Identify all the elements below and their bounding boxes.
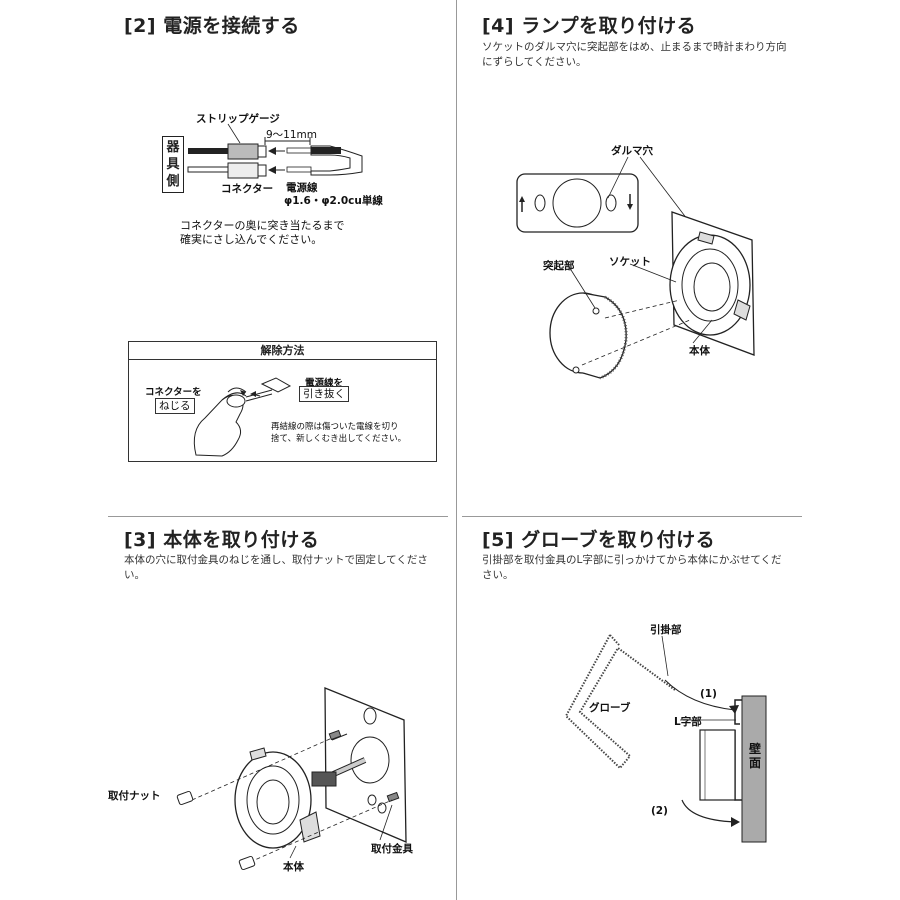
section-title: [3] 本体を取り付ける	[124, 529, 320, 551]
section-description: 引掛部を取付金具のL字部に引っかけてから本体にかぶせてください。	[482, 554, 782, 581]
release-note: 再結線の際は傷ついた電線を切り 捨て、新しくむき出してください。	[271, 421, 406, 445]
row-divider-right	[462, 516, 802, 517]
release-method-box: 解除方法	[128, 341, 437, 462]
device-side-char: 器	[166, 140, 180, 155]
section-title: [5] グローブを取り付ける	[482, 529, 716, 551]
section-title: [4] ランプを取り付ける	[482, 15, 697, 37]
note-line: 捨て、新しくむき出してください。	[271, 434, 407, 444]
pull-label: 引き抜く	[299, 386, 349, 402]
note-line: 確実にさし込んでください。	[180, 233, 323, 246]
connector-label: コネクター	[221, 183, 274, 195]
body-label: 本体	[283, 861, 304, 873]
mounting-nut-label: 取付ナット	[108, 790, 161, 802]
step-2-label: (2)	[651, 805, 668, 817]
l-part-label: L字部	[674, 716, 702, 728]
bracket-label: 取付金具	[371, 843, 413, 855]
socket-label: ソケット	[609, 256, 651, 268]
note-line: コネクターの奥に突き当たるまで	[180, 219, 345, 232]
device-side-label: 器 具 側	[162, 136, 184, 193]
strip-length-label: 9～11mm	[266, 129, 317, 141]
wall-char: 面	[748, 756, 761, 770]
section-title: [2] 電源を接続する	[124, 15, 300, 37]
device-side-char: 側	[166, 174, 180, 189]
wall-char: 壁	[748, 742, 761, 756]
note-line: 再結線の際は傷ついた電線を切り	[271, 422, 399, 432]
section-description: 本体の穴に取付金具のねじを通し、取付ナットで固定してください。	[124, 554, 428, 581]
insert-note: コネクターの奥に突き当たるまで 確実にさし込んでください。	[180, 219, 345, 247]
wire-label: 電源線	[286, 182, 318, 194]
wire-spec-label: φ1.6・φ2.0cu単線	[284, 195, 383, 207]
column-divider	[456, 0, 457, 900]
glove-label: グローブ	[589, 702, 631, 714]
release-wire-label: 電源線を	[305, 378, 344, 389]
strip-gauge-label: ストリップゲージ	[196, 113, 280, 125]
wall-label: 壁 面	[747, 742, 763, 770]
daruma-hole-label: ダルマ穴	[611, 145, 653, 157]
row-divider-left	[108, 516, 448, 517]
section-description: ソケットのダルマ穴に突起部をはめ、止まるまで時計まわり方向にずらしてください。	[482, 41, 787, 68]
device-side-char: 具	[166, 157, 180, 172]
body-label: 本体	[689, 345, 710, 357]
hook-part-label: 引掛部	[650, 624, 682, 636]
twist-label: ねじる	[155, 398, 195, 414]
release-title: 解除方法	[129, 342, 436, 360]
release-connector-label: コネクターを	[145, 387, 202, 398]
step-1-label: (1)	[700, 688, 717, 700]
